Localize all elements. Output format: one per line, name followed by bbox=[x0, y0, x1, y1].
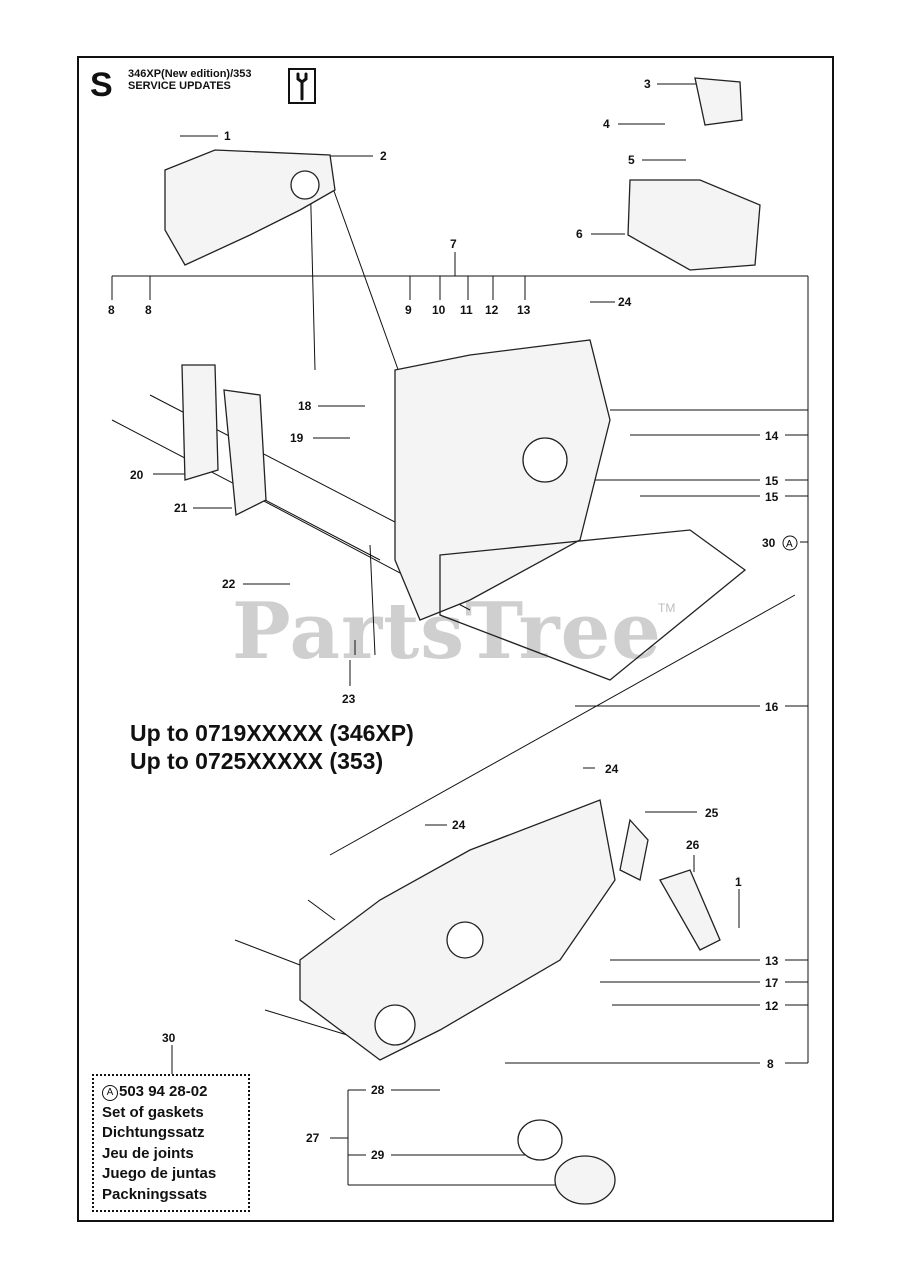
kit-desc-fr: Jeu de joints bbox=[102, 1144, 194, 1162]
callout-5: 5 bbox=[628, 153, 635, 167]
chain-guide-plate-part bbox=[164, 149, 336, 266]
kit-desc-es: Juego de juntas bbox=[102, 1165, 217, 1182]
callout-18: 18 bbox=[298, 399, 312, 413]
callout-17: 17 bbox=[765, 976, 779, 990]
kit-ref-number: 30 bbox=[162, 1031, 176, 1045]
callout-25: 25 bbox=[705, 806, 719, 820]
callout-10: 10 bbox=[432, 303, 446, 317]
callout-1b: 1 bbox=[735, 875, 742, 889]
callout-28: 28 bbox=[371, 1083, 385, 1097]
callout-14: 14 bbox=[765, 429, 779, 443]
bearing-ring-part bbox=[290, 170, 320, 200]
callout-26: 26 bbox=[686, 838, 700, 852]
crankcase-part bbox=[394, 339, 611, 621]
callout-4: 4 bbox=[603, 117, 610, 131]
callout-24a: 24 bbox=[618, 295, 632, 309]
title-line-2: SERVICE UPDATES bbox=[128, 80, 231, 92]
title-line-1: 346XP(New edition)/353 bbox=[128, 68, 252, 80]
callout-3: 3 bbox=[644, 77, 651, 91]
oil-cap-ring-part bbox=[517, 1119, 563, 1161]
kit-desc-de: Dichtungssatz bbox=[102, 1124, 205, 1141]
callout-15a: 15 bbox=[765, 474, 779, 488]
kit-desc-en: Set of gaskets bbox=[102, 1103, 204, 1121]
kit-marker: A bbox=[102, 1085, 118, 1101]
callout-8b: 8 bbox=[145, 303, 152, 317]
callout-27: 27 bbox=[306, 1131, 320, 1145]
callout-9: 9 bbox=[405, 303, 412, 317]
callout-11: 11 bbox=[460, 303, 473, 317]
intake-boot-part bbox=[694, 77, 743, 126]
crankcase-new-bearing-part bbox=[374, 1004, 416, 1046]
watermark-tm: TM bbox=[658, 601, 676, 615]
serial-note-353: Up to 0725XXXXX (353) bbox=[130, 748, 384, 774]
callout-29: 29 bbox=[371, 1148, 385, 1162]
marker-a: A bbox=[786, 539, 793, 550]
serial-note-346xp: Up to 0719XXXXX (346XP) bbox=[130, 720, 414, 746]
callout-30: 30 bbox=[762, 536, 776, 550]
kit-part-number: 503 94 28-02 bbox=[119, 1083, 208, 1100]
callout-1: 1 bbox=[224, 129, 231, 143]
callout-20: 20 bbox=[130, 468, 144, 482]
crankcase-bearing-part bbox=[522, 437, 568, 483]
callout-19: 19 bbox=[290, 431, 304, 445]
wrench-icon bbox=[288, 68, 316, 104]
callout-7: 7 bbox=[450, 237, 457, 251]
section-title: 346XP(New edition)/353 SERVICE UPDATES bbox=[128, 68, 252, 92]
kit-desc-sv: Packningssats bbox=[102, 1185, 208, 1203]
leader-lines bbox=[111, 83, 809, 1186]
callout-12b: 12 bbox=[765, 999, 779, 1013]
callout-16: 16 bbox=[765, 700, 779, 714]
callout-23: 23 bbox=[342, 692, 356, 706]
callout-22: 22 bbox=[222, 577, 236, 591]
plate-part-20 bbox=[181, 364, 219, 481]
crankcase-new-hole-part bbox=[446, 921, 484, 959]
section-letter: S bbox=[90, 66, 113, 104]
marker-a-circle bbox=[782, 535, 798, 551]
plate-part-21 bbox=[223, 389, 267, 517]
diagram-frame bbox=[77, 56, 834, 1222]
oil-cap-part bbox=[554, 1155, 616, 1205]
callout-6: 6 bbox=[576, 227, 583, 241]
clip-part-25 bbox=[619, 818, 649, 881]
part-shapes bbox=[164, 77, 761, 1205]
cover-part-26 bbox=[659, 869, 721, 951]
callout-12a: 12 bbox=[485, 303, 499, 317]
callout-2: 2 bbox=[380, 149, 387, 163]
carburettor-bracket-part bbox=[627, 179, 761, 271]
callout-8a: 8 bbox=[108, 303, 115, 317]
callout-8c: 8 bbox=[767, 1057, 774, 1071]
callout-13a: 13 bbox=[517, 303, 531, 317]
callout-24c: 24 bbox=[452, 818, 466, 832]
gasket-part bbox=[439, 529, 747, 681]
callout-labels: 1 2 3 4 5 6 7 8 8 9 10 11 12 13 24 18 19… bbox=[108, 77, 798, 1162]
callout-13b: 13 bbox=[765, 954, 779, 968]
callout-24b: 24 bbox=[605, 762, 619, 776]
callout-21: 21 bbox=[174, 501, 188, 515]
callout-15b: 15 bbox=[765, 490, 779, 504]
